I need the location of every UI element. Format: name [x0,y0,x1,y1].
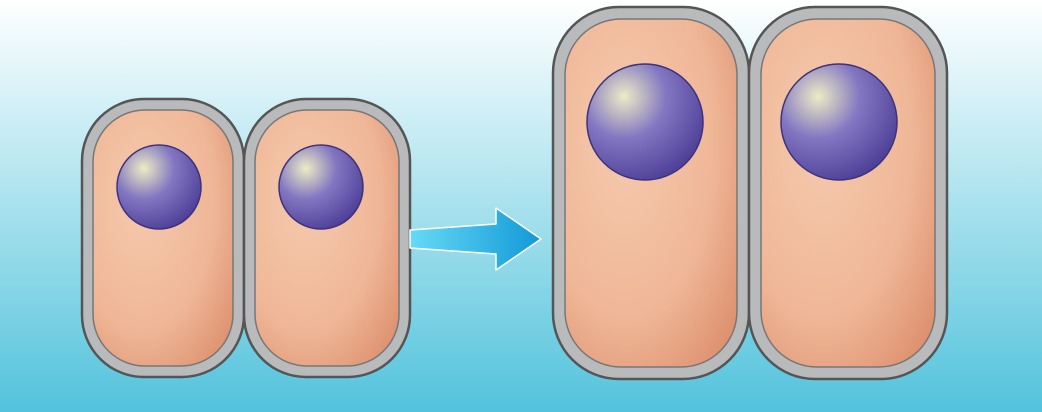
small-cell-left [82,99,244,377]
nucleus-icon [781,64,897,180]
nucleus-icon [279,145,363,229]
before-cells-group [82,99,410,377]
after-cells-group [553,7,947,379]
large-cell-right [749,7,947,379]
nucleus-icon [117,145,201,229]
small-cell-right [244,99,410,377]
large-cell-left [553,7,749,379]
nucleus-icon [587,64,703,180]
